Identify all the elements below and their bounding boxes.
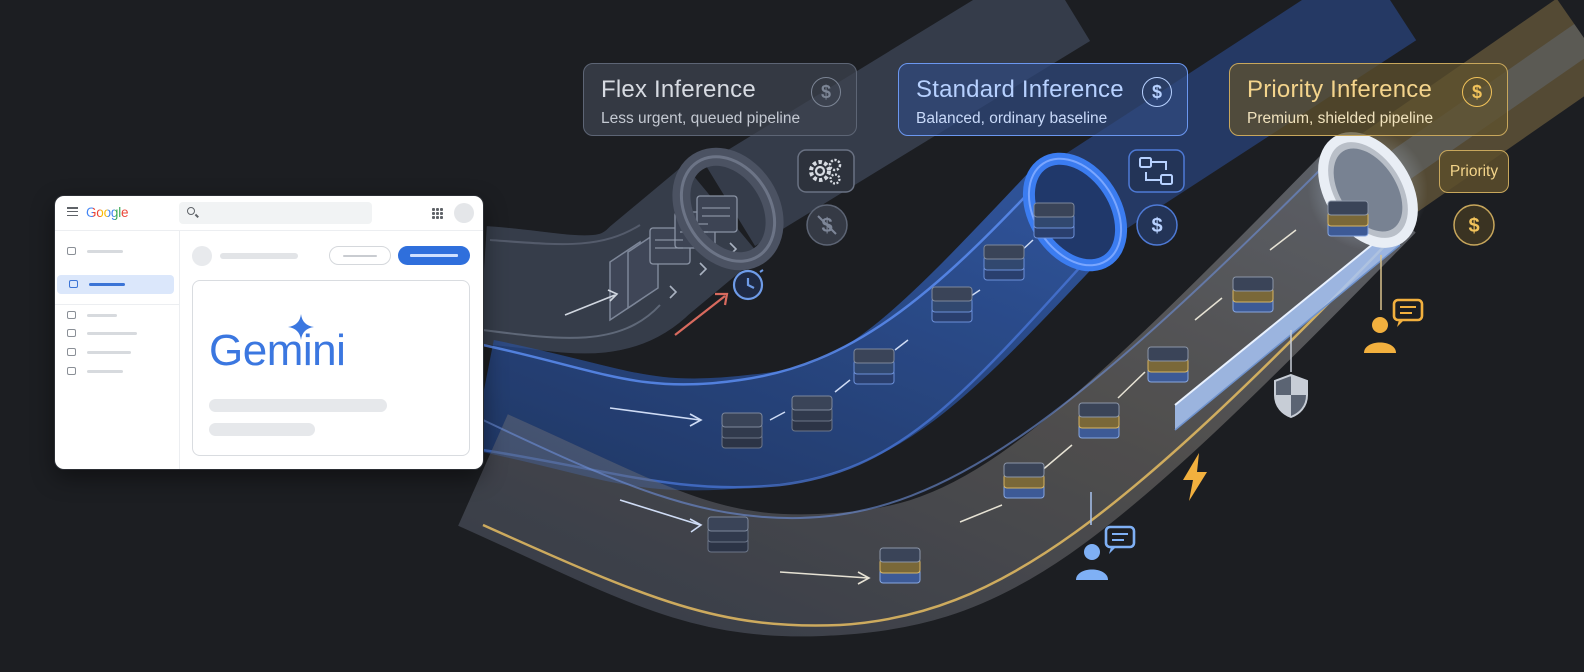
placeholder-text: [220, 253, 298, 259]
svg-text:$: $: [1468, 215, 1479, 237]
gears-icon: [809, 158, 842, 185]
browser-window: Google Gemini: [55, 196, 483, 469]
secondary-button[interactable]: [329, 246, 391, 265]
standard-data-stacks: [721, 202, 1075, 449]
data-stack-icon: [1003, 462, 1045, 499]
book-icon: [67, 247, 76, 255]
search-icon: [187, 207, 195, 215]
data-stack-icon: [707, 516, 749, 553]
browser-top-bar: Google: [55, 196, 483, 231]
dollar-icon: $: [1142, 77, 1172, 107]
dollar-icon: $: [1453, 204, 1495, 246]
dollar-icon: $: [1136, 204, 1178, 246]
gemini-card: Gemini: [192, 280, 470, 456]
data-stack-icon: [879, 547, 921, 584]
priority-data-stacks: [707, 200, 1369, 584]
apps-grid-icon[interactable]: [432, 208, 443, 219]
priority-inference-card: Priority Inference Premium, shielded pip…: [1229, 63, 1508, 136]
data-stack-icon: [983, 244, 1025, 281]
primary-button[interactable]: [398, 246, 470, 265]
flex-pipe: [478, 147, 784, 354]
gemini-wordmark: Gemini: [209, 326, 346, 375]
swap-icon: [1139, 157, 1173, 185]
flex-inference-card: Flex Inference Less urgent, queued pipel…: [583, 63, 857, 136]
image-icon: [69, 280, 78, 288]
data-stack-icon: [931, 286, 973, 323]
flex-inference-subtitle: Less urgent, queued pipeline: [601, 110, 801, 127]
data-stack-icon: [1147, 346, 1189, 383]
avatar[interactable]: [454, 203, 474, 223]
sidebar-item[interactable]: [55, 242, 179, 261]
data-stack-icon: [1078, 402, 1120, 439]
sidebar-item[interactable]: [55, 306, 179, 325]
google-logo: Google: [86, 205, 129, 220]
data-stack-icon: [853, 348, 895, 385]
key-icon: [67, 348, 76, 356]
sidebar-item[interactable]: [55, 362, 179, 381]
data-stack-icon: [721, 412, 763, 449]
priority-tag: Priority: [1439, 150, 1509, 193]
priority-inference-subtitle: Premium, shielded pipeline: [1247, 110, 1434, 127]
lightning-icon: [1183, 453, 1207, 501]
data-stack-icon: [1327, 200, 1369, 237]
clock-icon: [732, 269, 764, 301]
shield-icon: [1274, 373, 1308, 419]
flex-side-icons: $: [732, 149, 855, 301]
priority-inference-title: Priority Inference: [1247, 76, 1433, 103]
chat-icon: [67, 367, 76, 375]
standard-inference-card: Standard Inference Balanced, ordinary ba…: [898, 63, 1188, 136]
flex-inference-title: Flex Inference: [601, 76, 756, 103]
sidebar-item-active[interactable]: [57, 275, 174, 294]
code-icon: [67, 311, 76, 319]
user-chat-icon: [1364, 298, 1424, 353]
dollar-icon: $: [1462, 77, 1492, 107]
placeholder-text: [209, 423, 315, 436]
dollar-icon: $: [811, 77, 841, 107]
sidebar-item[interactable]: [55, 343, 179, 362]
search-bar[interactable]: [179, 202, 372, 224]
avatar: [192, 246, 212, 266]
google-logo-text: Google: [86, 205, 129, 220]
svg-text:$: $: [1151, 215, 1162, 237]
data-stack-icon: [791, 395, 833, 432]
data-stack-icon: [1033, 202, 1075, 239]
data-stack-icon: [1232, 276, 1274, 313]
sparkle-icon: [288, 314, 314, 340]
sidebar-item[interactable]: [55, 324, 179, 343]
sidebar: [55, 231, 180, 469]
standard-inference-title: Standard Inference: [916, 76, 1124, 103]
priority-side-icons: $: [1076, 204, 1495, 580]
placeholder-text: [209, 399, 387, 412]
no-cost-icon: $: [806, 204, 848, 246]
standard-side-icons: $: [1128, 149, 1185, 246]
grid-icon: [67, 329, 76, 337]
standard-inference-subtitle: Balanced, ordinary baseline: [916, 110, 1108, 127]
menu-icon[interactable]: [67, 207, 78, 217]
user-chat-icon: [1076, 525, 1136, 580]
